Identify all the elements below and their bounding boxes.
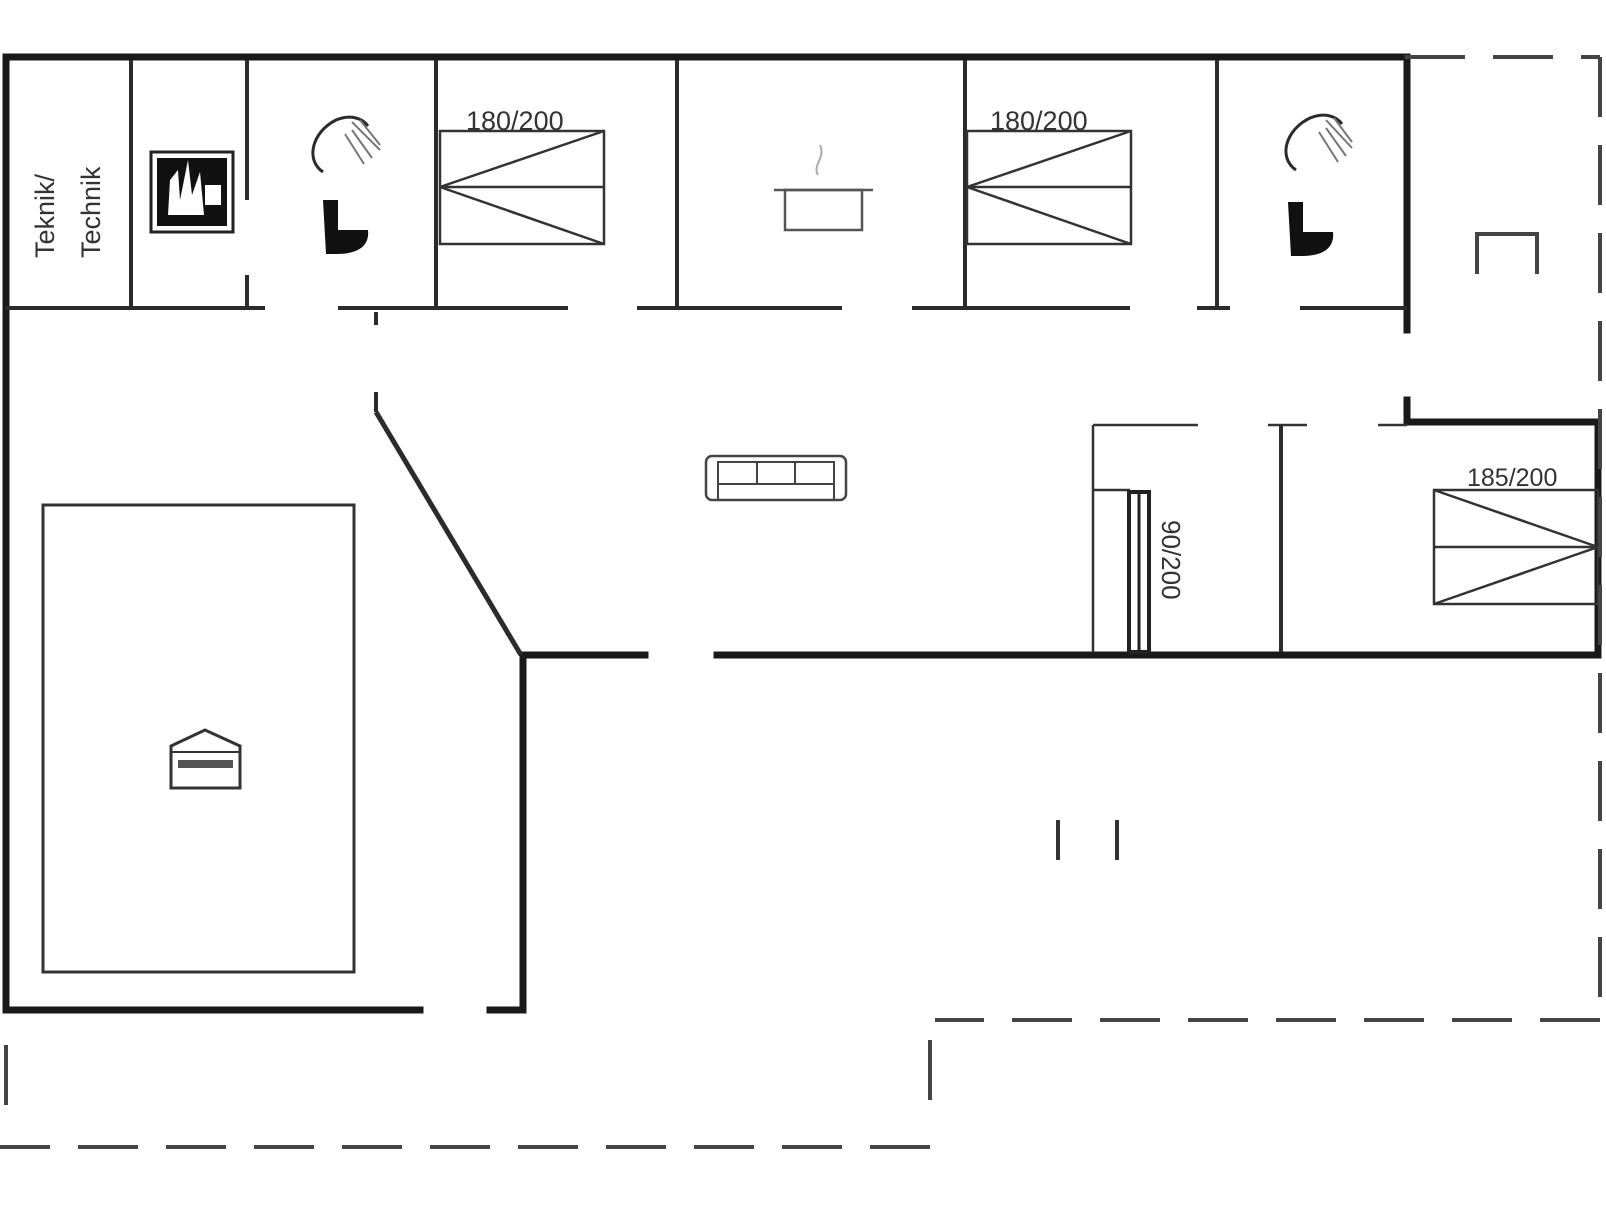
spa-icon <box>169 728 242 790</box>
bed-icon: 180/200 <box>438 106 606 246</box>
pool-area <box>41 503 356 974</box>
outer-walls <box>2 53 1602 1014</box>
bed-icon: 180/200 <box>965 106 1133 246</box>
bed-icon: 90/200 <box>1127 490 1186 654</box>
entry-mark <box>1475 232 1539 274</box>
diagonal-wall <box>373 410 524 657</box>
toilet-icon <box>323 200 369 254</box>
bed-size-label-4: 90/200 <box>1156 520 1186 600</box>
dashed-terrace <box>0 55 1602 1149</box>
bed-icon: 185/200 <box>1432 464 1600 606</box>
bed-size-label-3: 185/200 <box>1467 464 1557 492</box>
technik-label-1: Teknik/ <box>30 173 60 258</box>
technik-label-2: Technik <box>76 166 106 258</box>
room-partitions <box>6 60 1407 652</box>
technik-room: Teknik/ Technik <box>30 166 106 258</box>
toilet-icon <box>1288 202 1334 256</box>
shower-icon <box>1284 113 1353 172</box>
fireplace-icon <box>149 150 235 234</box>
sofa-icon <box>704 454 848 502</box>
kitchen-pot-icon <box>774 144 873 232</box>
shower-icon <box>311 115 381 174</box>
